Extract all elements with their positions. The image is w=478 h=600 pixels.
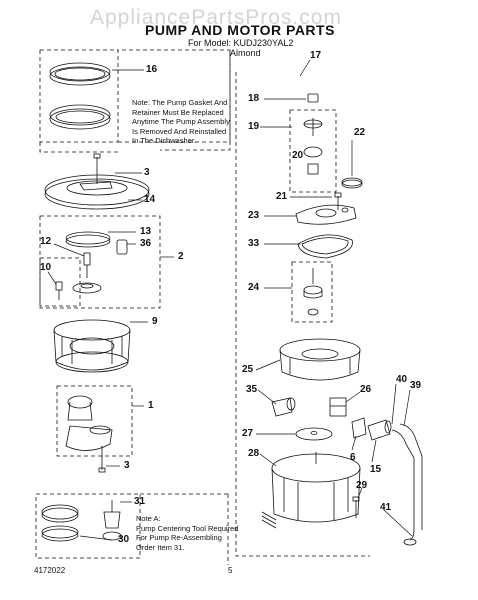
document-number: 4172022 bbox=[34, 566, 66, 575]
elbow-part-35 bbox=[271, 397, 296, 417]
callout-23: 23 bbox=[248, 210, 260, 221]
callout-3-bottom: 3 bbox=[124, 460, 130, 471]
callout-27: 27 bbox=[242, 428, 254, 439]
gasket-note-line: Is Removed And Reinstalled bbox=[132, 126, 227, 136]
disc-part bbox=[72, 282, 102, 294]
pump-base-part bbox=[65, 395, 113, 451]
nut-part-18 bbox=[307, 93, 319, 103]
gasket-note-line: In The Dishwasher. bbox=[132, 136, 197, 145]
impeller-part bbox=[303, 118, 323, 175]
drain-hose-part bbox=[391, 423, 423, 546]
disc-part-27 bbox=[295, 427, 333, 441]
tool-note: Note A: Pump Centering Tool Required For… bbox=[136, 514, 238, 552]
gasket-note-line: Retainer Must Be Replaced bbox=[132, 107, 224, 117]
diagram-title: PUMP AND MOTOR PARTS bbox=[145, 22, 335, 38]
chopper-group-box bbox=[291, 261, 333, 323]
tool-note-line: Order Item 31. bbox=[136, 542, 185, 552]
callout-17: 17 bbox=[310, 50, 322, 61]
bottom-screw-part bbox=[98, 446, 106, 473]
pin-part bbox=[83, 252, 91, 278]
pump-housing-part bbox=[53, 319, 131, 373]
screw-part-21 bbox=[334, 192, 342, 210]
centering-ring-part bbox=[41, 504, 79, 542]
motor-group-box bbox=[235, 72, 370, 557]
callout-26: 26 bbox=[360, 384, 372, 395]
callout-10: 10 bbox=[40, 262, 52, 273]
o-ring-part-22 bbox=[341, 177, 363, 189]
callout-2: 2 bbox=[178, 251, 184, 262]
callout-20: 20 bbox=[292, 150, 304, 161]
valve-part-15 bbox=[367, 419, 392, 441]
top-screw-part bbox=[93, 153, 101, 176]
gasket-note: Note: The Pump Gasket And Retainer Must … bbox=[132, 98, 230, 146]
fitting-part-6 bbox=[351, 417, 367, 439]
callout-1: 1 bbox=[148, 400, 154, 411]
gasket-rings-part bbox=[49, 62, 111, 130]
callout-6: 6 bbox=[350, 452, 356, 463]
plate-part-23 bbox=[295, 204, 357, 225]
gasket-note-line: Anytime The Pump Assembly bbox=[132, 117, 230, 126]
callout-25: 25 bbox=[242, 364, 254, 375]
tool-note-line: For Pump Re-Assembling bbox=[136, 533, 222, 542]
callout-40: 40 bbox=[396, 374, 408, 385]
tool-group-box bbox=[35, 493, 141, 559]
callout-29: 29 bbox=[356, 480, 368, 491]
motor-housing-part-25 bbox=[279, 338, 361, 381]
callout-9: 9 bbox=[152, 316, 158, 327]
impeller-group-box bbox=[289, 109, 337, 193]
watermark: AppliancePartsPros.com bbox=[90, 6, 342, 29]
gasket-note-line: Note: The Pump Gasket And bbox=[132, 98, 228, 107]
page-number: 5 bbox=[228, 566, 233, 575]
callout-12: 12 bbox=[40, 236, 52, 247]
bracket-part-26 bbox=[329, 397, 347, 417]
motor-part-28 bbox=[261, 452, 361, 529]
callout-36: 36 bbox=[140, 238, 152, 249]
model-line: For Model: KUDJ230YAL2 bbox=[188, 38, 294, 48]
color-line: Almond bbox=[230, 48, 261, 58]
screw-part-29 bbox=[352, 496, 360, 518]
callout-21: 21 bbox=[276, 191, 288, 202]
callout-19: 19 bbox=[248, 121, 260, 132]
callout-30: 30 bbox=[118, 534, 130, 545]
callout-15: 15 bbox=[370, 464, 382, 475]
tool-note-line: Pump Centering Tool Required bbox=[136, 523, 239, 533]
pump-base-group-box bbox=[56, 385, 133, 457]
callout-16: 16 bbox=[146, 64, 158, 75]
tool-note-line: Note A: bbox=[136, 514, 161, 523]
callout-35: 35 bbox=[246, 384, 258, 395]
seal-ring-part bbox=[65, 231, 111, 248]
callout-33: 33 bbox=[248, 238, 260, 249]
callout-18: 18 bbox=[248, 93, 260, 104]
callout-39: 39 bbox=[410, 380, 422, 391]
callout-22: 22 bbox=[354, 127, 366, 138]
callout-3-top: 3 bbox=[144, 167, 150, 178]
callout-24: 24 bbox=[248, 282, 260, 293]
gasket-group-box bbox=[39, 49, 119, 143]
small-fitting-part bbox=[116, 239, 128, 255]
callout-14: 14 bbox=[144, 194, 156, 205]
callout-31: 31 bbox=[134, 496, 146, 507]
bolt-part-10 bbox=[55, 281, 63, 300]
chopper-part-24 bbox=[303, 268, 323, 316]
callout-13: 13 bbox=[140, 226, 152, 237]
pump-cover-part bbox=[44, 174, 150, 210]
callout-28: 28 bbox=[248, 448, 260, 459]
callout-41: 41 bbox=[380, 502, 392, 513]
gasket-part-33 bbox=[297, 234, 353, 259]
